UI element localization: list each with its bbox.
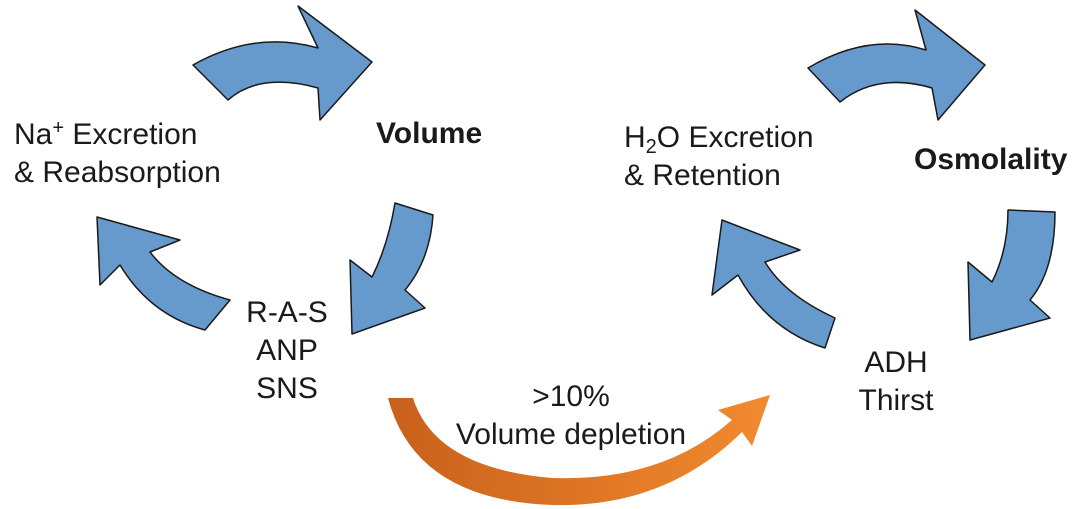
arrow-volume-to-ras-icon xyxy=(349,202,434,335)
arrow-na-to-volume-icon xyxy=(192,5,373,121)
arrow-adh-to-water-icon xyxy=(711,219,836,349)
right-regulators-label: ADH Thirst xyxy=(858,346,934,417)
arrow-bridge-orange-icon xyxy=(388,395,770,506)
arrow-ras-to-na-icon xyxy=(96,216,231,331)
water-excretion-label: H2O Excretion & Retention xyxy=(624,121,814,192)
left-regulators-label: R-A-S ANP SNS xyxy=(246,296,328,405)
volume-label: Volume xyxy=(376,117,483,150)
na-excretion-label: Na+ Excretion & Reabsorption xyxy=(14,117,221,189)
arrow-osmolality-to-adh-icon xyxy=(967,209,1056,341)
arrow-water-to-osmolality-icon xyxy=(807,9,986,121)
volume-depletion-label: >10% Volume depletion xyxy=(455,380,687,451)
osmolality-label: Osmolality xyxy=(914,143,1068,176)
